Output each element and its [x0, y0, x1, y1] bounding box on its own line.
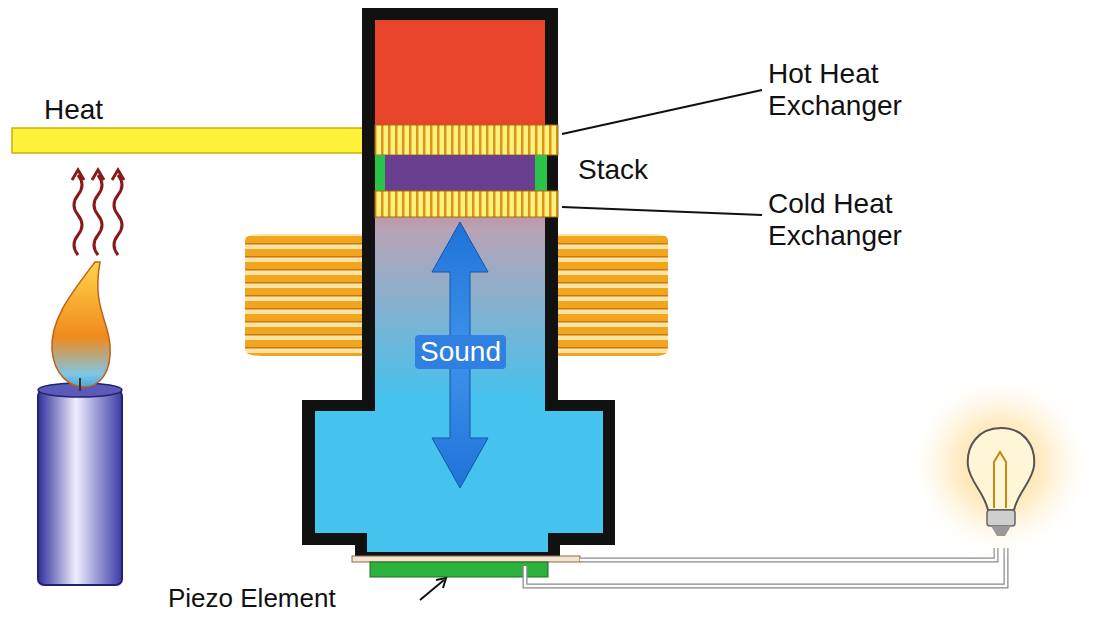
- heat-label: Heat: [44, 94, 184, 126]
- piezo-disc: [370, 562, 548, 577]
- candle: [38, 262, 122, 585]
- heat-waves: [72, 170, 124, 255]
- light-bulb: [905, 370, 1093, 560]
- part-label: Cold Heat Exchanger: [768, 188, 968, 252]
- heat-rod: [12, 128, 382, 153]
- piezo-plate: [352, 556, 580, 562]
- part-label: Piezo Element: [168, 584, 428, 614]
- part-label: Stack: [578, 154, 698, 186]
- sound-label: Sound: [415, 335, 506, 369]
- part-label: Hot Heat Exchanger: [768, 58, 968, 122]
- wires: [525, 548, 1006, 586]
- heat-exchangers: [375, 125, 558, 217]
